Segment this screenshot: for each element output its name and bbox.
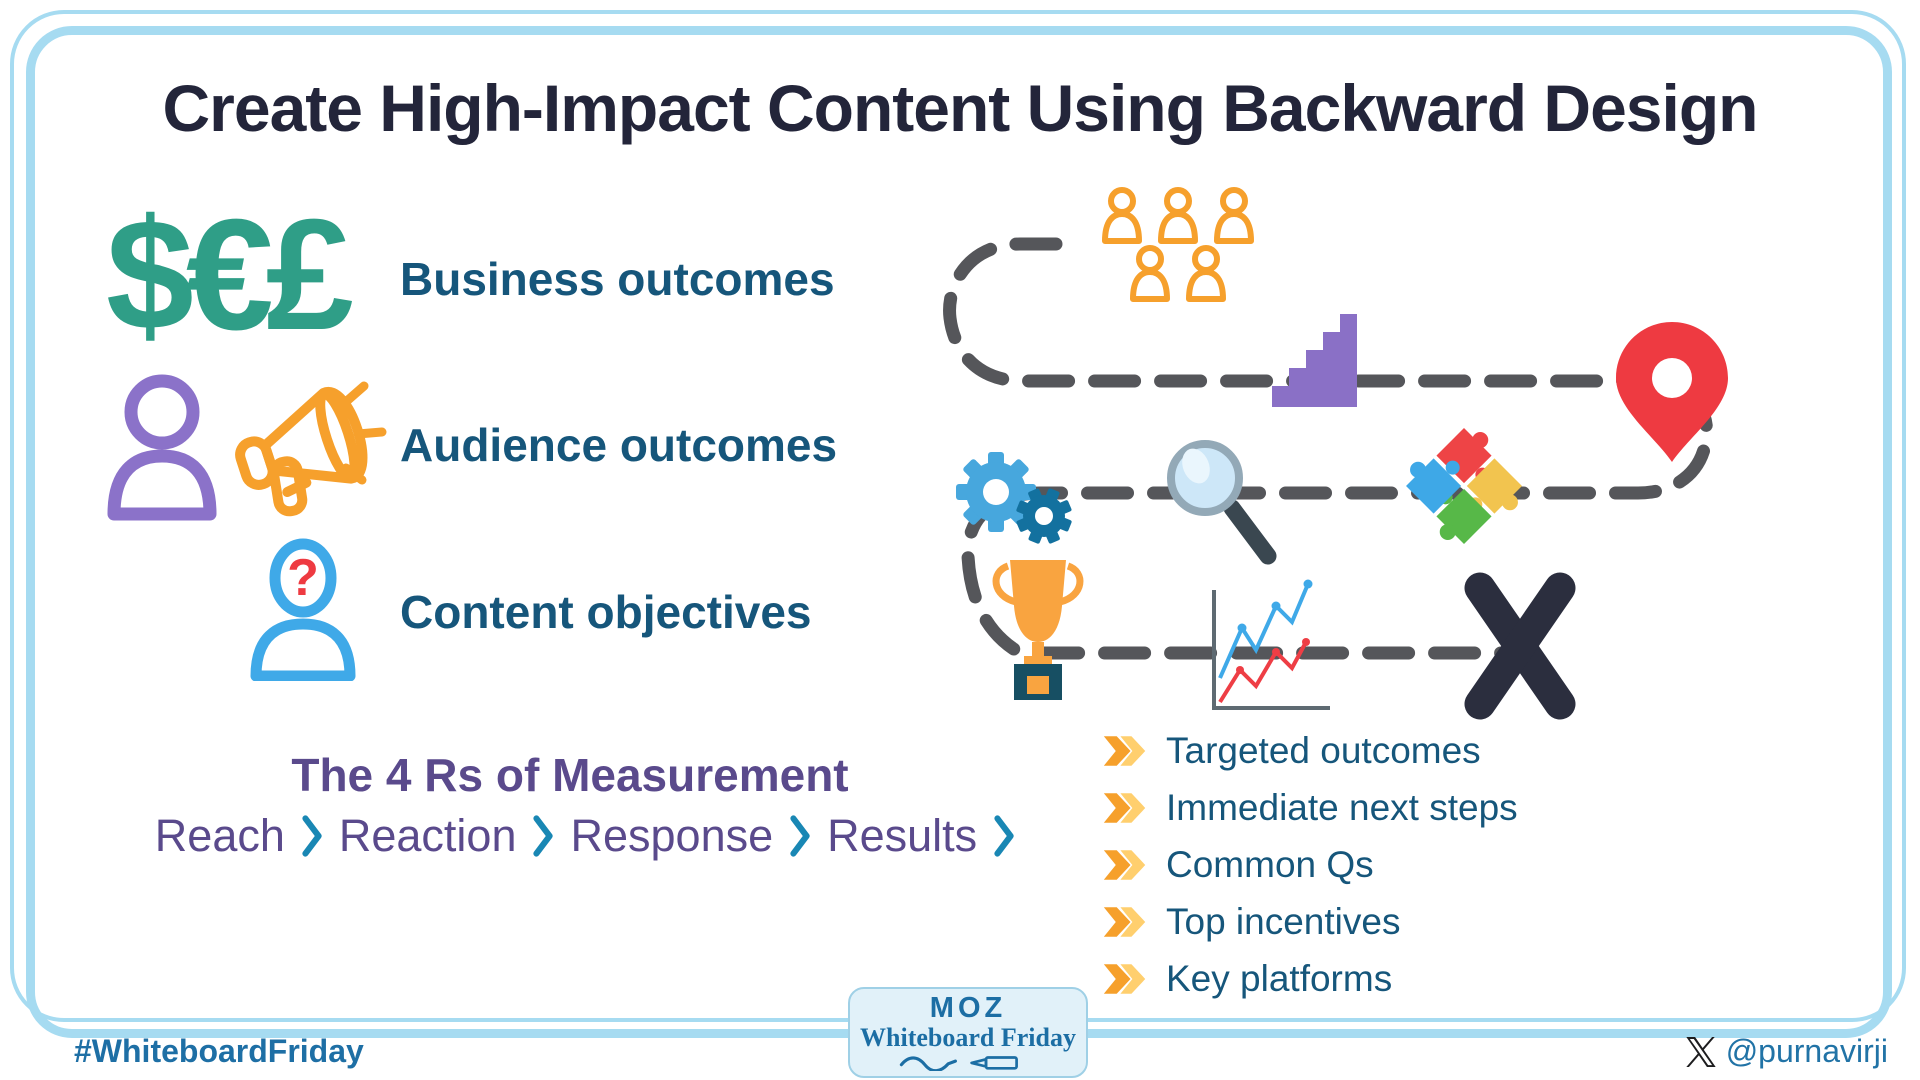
chevron-bullet-icon	[1103, 849, 1146, 880]
backward-design-roadmap	[943, 168, 1728, 720]
chevron-right-icon	[994, 815, 1014, 857]
measurement-heading: The 4 Rs of Measurement	[291, 749, 849, 801]
content-objectives-label: Content objectives	[400, 586, 812, 638]
chevron-bullet-icon	[1103, 906, 1146, 937]
location-pin-icon	[1616, 322, 1728, 462]
handle-label: @purnavirji	[1725, 1033, 1888, 1069]
measurement-steps: Reach Reaction Response Results	[120, 810, 1050, 862]
checklist-label: Key platforms	[1166, 957, 1393, 999]
person-icon	[107, 374, 217, 521]
moz-logo: MOZ	[929, 992, 1007, 1025]
dashed-path	[943, 237, 1714, 660]
checklist: Targeted outcomes Immediate next steps C…	[1102, 722, 1518, 1007]
person-question-icon: ?	[250, 538, 356, 681]
audience-outcomes-label: Audience outcomes	[400, 419, 838, 471]
checklist-label: Targeted outcomes	[1166, 729, 1481, 771]
step-reaction: Reaction	[338, 810, 517, 861]
trophy-icon	[992, 560, 1084, 700]
person-megaphone-icon	[107, 374, 387, 521]
chevron-right-icon	[533, 815, 554, 857]
moz-whiteboard-friday-badge: MOZ Whiteboard Friday	[848, 987, 1088, 1078]
megaphone-icon	[235, 381, 387, 517]
badge-series-label: Whiteboard Friday	[860, 1023, 1076, 1053]
x-logo-icon	[1686, 1036, 1716, 1067]
list-item: Targeted outcomes	[1102, 722, 1518, 779]
list-item: Common Qs	[1102, 836, 1518, 893]
magnifying-glass-icon	[1167, 440, 1277, 565]
page-title: Create High-Impact Content Using Backwar…	[162, 71, 1759, 145]
checklist-label: Immediate next steps	[1166, 786, 1518, 828]
audience-people-icon	[1105, 190, 1251, 299]
list-item: Immediate next steps	[1102, 779, 1518, 836]
step-reach: Reach	[154, 810, 285, 861]
line-chart-icon	[1212, 579, 1330, 710]
list-item: Key platforms	[1102, 950, 1518, 1007]
checklist-label: Common Qs	[1166, 843, 1374, 885]
chevron-bullet-icon	[1103, 792, 1146, 823]
list-item: Top incentives	[1102, 893, 1518, 950]
currency-symbols-icon: $€£	[106, 187, 354, 363]
squiggle-marker-icon	[899, 1055, 1018, 1071]
checklist-label: Top incentives	[1166, 900, 1401, 942]
x-mark-icon	[1464, 572, 1576, 720]
social-handle: @purnavirji	[1686, 1033, 1888, 1070]
hashtag-label: #WhiteboardFriday	[74, 1033, 364, 1069]
business-outcomes-label: Business outcomes	[400, 253, 835, 305]
chevron-bullet-icon	[1103, 963, 1146, 994]
step-results: Results	[827, 810, 978, 861]
gears-icon	[956, 452, 1072, 544]
puzzle-pieces-icon	[1406, 428, 1522, 544]
question-mark: ?	[287, 549, 319, 607]
chevron-right-icon	[790, 815, 810, 857]
step-response: Response	[570, 810, 774, 861]
growth-stairs-icon	[1272, 314, 1357, 407]
chevron-bullet-icon	[1103, 735, 1146, 766]
chevron-right-icon	[302, 815, 322, 857]
